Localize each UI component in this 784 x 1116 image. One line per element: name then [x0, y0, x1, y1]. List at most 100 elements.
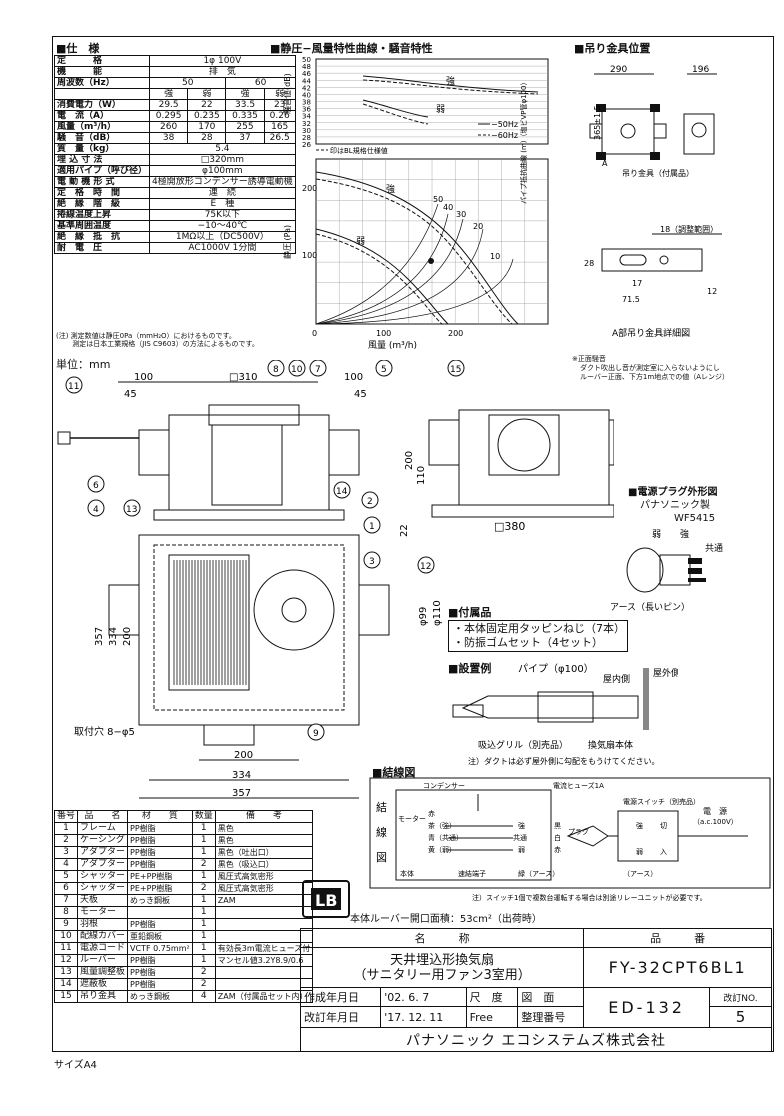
spec-label: 電 流（A）	[53, 110, 151, 122]
parts-cell: フレーム	[77, 822, 129, 835]
hanger-drawing: 290 196 365±1.5 A 吊り金具（付属品） 18（調整範囲） 28 …	[584, 65, 722, 339]
ytick-100: 100	[302, 251, 317, 260]
svg-text:11: 11	[68, 382, 79, 392]
parts-cell: 6	[53, 882, 79, 895]
parts-cell: PP樹脂	[127, 846, 193, 859]
parts-cell: 羽根	[77, 918, 129, 931]
parts-cell: アダプター	[77, 846, 129, 859]
parts-cell: ZAM	[214, 894, 314, 907]
hanger-side-port	[691, 122, 707, 138]
front-motor-box	[211, 424, 283, 506]
parts-cell: 1	[53, 822, 79, 835]
parts-cell: 吊り金具	[77, 990, 129, 1003]
pq-curve-strong-50	[315, 171, 519, 325]
tb-created-label: 作成年月日	[299, 987, 382, 1008]
parts-cell	[214, 918, 314, 931]
dim-side-22: 22	[399, 524, 410, 537]
tb-created: '02. 6. 7	[380, 987, 467, 1008]
dim-right-99: φ99	[418, 607, 429, 626]
wiring-red: 赤	[428, 810, 435, 818]
bl-logo-mark: LB	[311, 888, 341, 910]
parts-cell: マンセル値3.2Y8.9/0.6	[214, 954, 314, 967]
parts-cell: PP樹脂	[127, 918, 193, 931]
parts-cell: PP樹脂	[127, 966, 193, 979]
dim-196: 196	[692, 65, 709, 75]
tb-name-header: 名 称	[299, 928, 585, 948]
install-title: ■設置例	[448, 662, 492, 675]
noise-label-weak: 弱	[436, 104, 445, 115]
pipe-label-10: 10	[490, 252, 500, 261]
balloon-15: 15	[447, 360, 465, 377]
front-left-adapter	[138, 429, 170, 476]
parts-cell: 14	[53, 978, 79, 991]
noise-ytick: 30	[302, 127, 311, 135]
plug-pin-1	[688, 558, 702, 564]
svg-text:13: 13	[126, 505, 137, 515]
install-unit	[537, 691, 594, 723]
plug-label-common: 共通	[705, 543, 723, 554]
pipe-axis-label: パイプ抵抗曲線 (m)（塩ビVP管φ100）	[519, 79, 528, 205]
hanger-bracket-tl	[596, 104, 606, 112]
install-outdoor-label: 屋外側	[653, 667, 678, 679]
side-port-frame	[488, 414, 560, 476]
parts-cell	[214, 906, 314, 919]
parts-cell: 4	[191, 990, 216, 1003]
balloon-9: 9	[307, 723, 325, 741]
spec-value: 255	[225, 121, 265, 133]
parts-cell: PP樹脂	[127, 954, 193, 967]
plug-label-strong: 強	[680, 528, 689, 540]
spec-value: 強	[149, 88, 189, 100]
balloon-8: 8	[267, 360, 285, 377]
spec-value: 37	[225, 132, 265, 144]
tb-part-no: FY-32CPT6BL1	[583, 946, 772, 989]
spec-value: 38	[149, 132, 189, 144]
parts-cell: 1	[191, 834, 216, 847]
wiring-yellow: 黄（弱）	[428, 845, 456, 854]
size-label: サイズA4	[54, 1060, 97, 1071]
parts-cell: 1	[191, 954, 216, 967]
dim-bottom-357: 357	[232, 788, 251, 799]
pq-curve-weak-50	[315, 228, 449, 325]
dim-left-200: 200	[122, 627, 133, 646]
tb-name: 天井埋込形換気扇 （サニタリー用ファン3室用）	[299, 946, 585, 989]
parts-cell: ルーバー	[77, 954, 129, 967]
louver-area: 本体ルーバー開口面積：53cm²（出荷時）	[350, 914, 542, 925]
svg-text:1: 1	[369, 522, 375, 532]
svg-text:LB: LB	[315, 891, 337, 910]
tb-name-line1: 天井埋込形換気扇	[390, 952, 495, 968]
parts-cell: ZAM（付属品セット内）	[214, 990, 314, 1003]
noise-ytick: 42	[302, 84, 311, 92]
pressure-xlabel: 風量 (m³/h)	[368, 340, 417, 351]
parts-cell: 15	[53, 990, 79, 1003]
spec-label: 電 動 機 形 式	[53, 176, 151, 188]
svg-text:10: 10	[291, 365, 303, 375]
parts-cell: PP樹脂	[127, 822, 193, 835]
side-right-adapter	[608, 419, 614, 466]
spec-value: 22	[187, 99, 227, 111]
parts-cell: 8	[53, 906, 79, 919]
parts-cell: めっき鋼板	[127, 990, 193, 1003]
parts-cell: 天板	[77, 894, 129, 907]
parts-cell: 2	[53, 834, 79, 847]
hanger-label-a: A	[602, 159, 608, 168]
hanger-front-body	[601, 108, 655, 155]
pipe-curve-10	[315, 258, 514, 325]
parts-cell: 1	[191, 930, 216, 943]
svg-text:2: 2	[367, 497, 373, 507]
parts-cell: 風圧式高気密形	[214, 882, 314, 895]
spec-value: 0.295	[149, 110, 189, 122]
wiring-power: 電 源	[703, 807, 727, 816]
spec-label: 適用パイプ（呼び径）	[53, 165, 151, 177]
hanger-detail-hole	[659, 255, 669, 265]
wiring-diagram: 結 線 図 コンデンサー 電流ヒューズ1A モーター 赤 茶（強） 青（共通） …	[369, 777, 771, 902]
noise-ytick: 50	[302, 56, 311, 64]
hanger-bracket-br	[650, 152, 660, 160]
drawing-frame	[52, 36, 774, 1052]
spec-row: 基準周囲温度−10〜40℃	[53, 220, 296, 232]
